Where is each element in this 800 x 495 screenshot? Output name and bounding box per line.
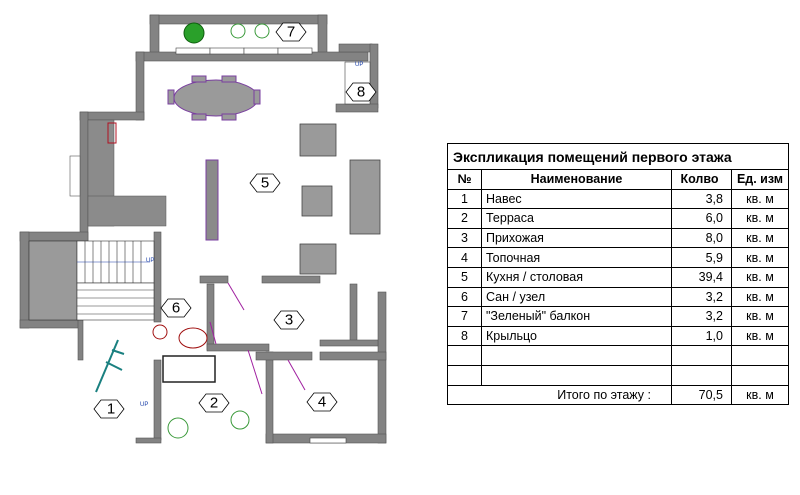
room-marker-7: 7 [275, 22, 307, 42]
lounge-furniture [299, 123, 381, 275]
header-unit: Ед. изм [731, 169, 789, 190]
fireplace [205, 159, 219, 241]
door-swings [209, 282, 306, 395]
svg-text:2: 2 [210, 395, 218, 412]
up-mark-canopy: UP [140, 402, 148, 408]
svg-text:5: 5 [261, 175, 269, 192]
svg-text:7: 7 [287, 24, 295, 41]
room-schedule-table: Экспликация помещений первого этажа № На… [447, 143, 789, 406]
floor-plan: UP UP UP 1 2 3 4 5 6 7 8 [19, 14, 387, 444]
table-title: Экспликация помещений первого этажа [447, 143, 789, 170]
total-unit: кв. м [731, 384, 789, 406]
plant-icon [167, 417, 189, 439]
balcony-windows [175, 47, 313, 55]
room-marker-6: 6 [160, 298, 192, 318]
dining-table [167, 75, 261, 121]
header-qty: Колво [671, 169, 732, 190]
table-row-empty [447, 345, 789, 366]
door-south [309, 437, 347, 444]
washbasin-icon [178, 327, 208, 349]
sink [107, 122, 117, 144]
header-name: Наименование [481, 169, 672, 190]
table-row-empty [447, 364, 789, 386]
table-row-total: Итого по этажу : 70,5 кв. м [447, 384, 789, 406]
room-marker-4: 4 [306, 392, 338, 412]
total-qty: 70,5 [671, 384, 732, 406]
kitchen-counter [87, 119, 167, 227]
svg-text:8: 8 [357, 84, 365, 101]
window-west [69, 155, 81, 197]
room-marker-5: 5 [249, 173, 281, 193]
toilet-icon [152, 324, 168, 340]
plant-icon [230, 410, 250, 430]
plant-icon [183, 22, 205, 44]
room-marker-1: 1 [93, 399, 125, 419]
room-marker-8: 8 [345, 82, 377, 102]
room-marker-3: 3 [273, 310, 305, 330]
up-mark-stairs: UP [146, 258, 154, 264]
up-mark-porch: UP [355, 62, 363, 68]
plant-icon [230, 23, 246, 39]
plant-icon [254, 23, 270, 39]
staircase [28, 240, 155, 321]
bench [162, 355, 216, 383]
svg-text:4: 4 [318, 394, 326, 411]
total-label: Итого по этажу : [447, 384, 672, 406]
svg-text:1: 1 [107, 401, 115, 418]
tree-icon [95, 339, 125, 393]
svg-text:6: 6 [172, 300, 180, 317]
room-marker-2: 2 [198, 393, 230, 413]
header-number: № [447, 169, 482, 190]
svg-text:3: 3 [285, 312, 293, 329]
